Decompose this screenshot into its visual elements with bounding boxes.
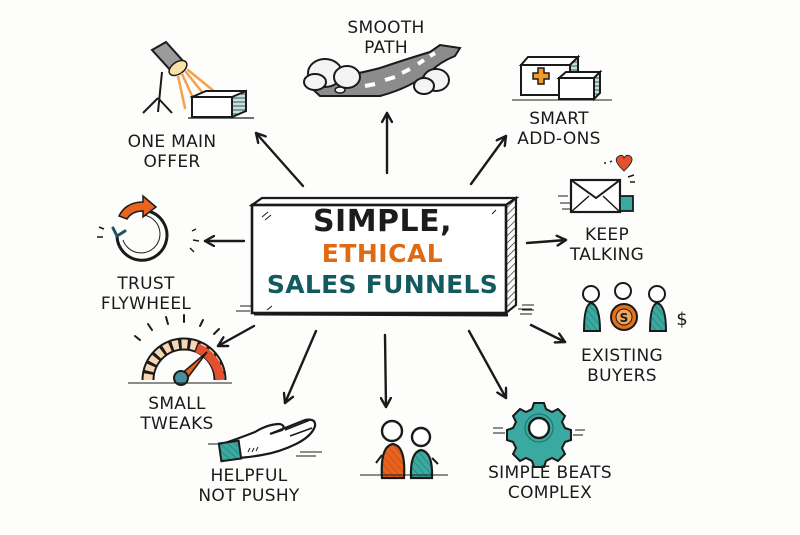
connector-arrows (203, 111, 568, 409)
node-label-smooth-path: SMOOTH PATH (347, 18, 425, 58)
gear-icon (493, 402, 585, 468)
road-with-rocks-icon (302, 43, 462, 97)
arrow-to-keep-talking (525, 240, 568, 243)
speedometer-icon (128, 314, 232, 386)
open-hand-icon (208, 418, 322, 463)
spotlight-box-icon (142, 40, 254, 119)
envelope-heart-icon (558, 154, 635, 214)
node-label-one-main-offer: ONE MAIN OFFER (127, 132, 217, 172)
svg-text:$: $ (676, 309, 687, 330)
center-box (236, 195, 532, 317)
people-coin-icon: S $ (522, 282, 688, 332)
arrow-to-small-tweaks (216, 324, 256, 348)
svg-text:S: S (620, 311, 629, 325)
circular-arrow-icon (97, 194, 200, 262)
arrow-to-people (385, 333, 386, 409)
center-title: SIMPLE, ETHICAL SALES FUNNELS (250, 205, 515, 301)
center-title-line1: SIMPLE, (312, 204, 453, 239)
arrow-to-helpful (285, 329, 318, 405)
arrow-to-smart-add-ons (469, 134, 508, 186)
node-label-helpful-not-pushy: HELPFUL NOT PUSHY (198, 466, 300, 506)
add-on-boxes-icon (512, 54, 612, 102)
node-label-keep-talking: KEEP TALKING (569, 225, 645, 265)
node-label-smart-add-ons: SMART ADD-ONS (517, 109, 601, 149)
arrow-to-existing-buyers (529, 323, 567, 342)
node-label-trust-flywheel: TRUST FLYWHEEL (100, 274, 192, 314)
node-label-small-tweaks: SMALL TWEAKS (140, 394, 214, 434)
node-label-simple-beats-complex: SIMPLE BEATS COMPLEX (488, 463, 612, 503)
arrow-to-one-main-offer (256, 131, 305, 188)
center-title-line3: SALES FUNNELS (266, 270, 499, 299)
center-title-line2: ETHICAL (321, 239, 444, 268)
two-people-icon (360, 419, 448, 480)
node-label-existing-buyers: EXISTING BUYERS (581, 346, 663, 386)
arrow-to-simple-beats-complex (467, 329, 506, 400)
